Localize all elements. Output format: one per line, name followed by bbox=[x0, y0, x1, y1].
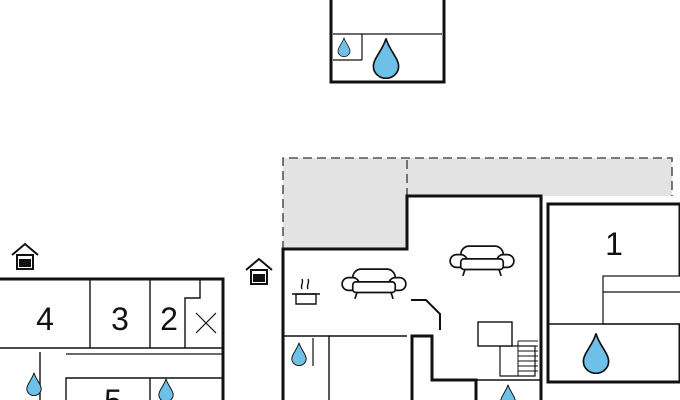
water-drop-icon bbox=[158, 378, 174, 400]
entrance-icon bbox=[11, 243, 39, 270]
water-drop-icon bbox=[500, 384, 516, 400]
toilet-x-icon bbox=[195, 312, 217, 334]
sofa-icon bbox=[449, 245, 515, 277]
room-label-3: 3 bbox=[111, 301, 129, 337]
room-label-5: 5 bbox=[104, 383, 122, 400]
room-label-2: 2 bbox=[160, 301, 178, 337]
main-house bbox=[281, 194, 543, 400]
table bbox=[477, 321, 513, 347]
room-label-4: 4 bbox=[36, 301, 54, 337]
entrance-icon bbox=[245, 258, 273, 285]
top-bathroom bbox=[329, 0, 446, 84]
staircase-icon bbox=[517, 340, 538, 376]
room-1-block bbox=[546, 202, 680, 384]
cooking-pot-icon bbox=[292, 278, 320, 305]
water-drop-icon bbox=[291, 342, 307, 366]
terrace bbox=[282, 157, 673, 250]
left-building bbox=[0, 277, 225, 400]
sofa-icon bbox=[341, 268, 407, 300]
water-drop-icon bbox=[26, 372, 42, 396]
room-label-1: 1 bbox=[605, 226, 623, 262]
